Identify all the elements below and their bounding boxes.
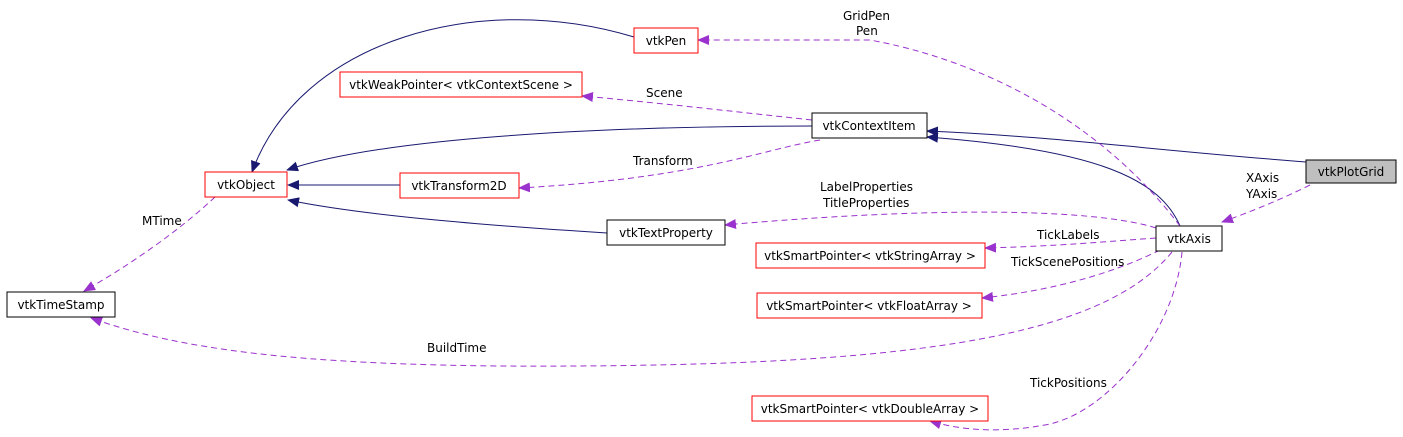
node-label: vtkTextProperty: [619, 226, 713, 240]
node-label: vtkObject: [217, 178, 275, 192]
node-vtkaxis[interactable]: vtkAxis: [1155, 225, 1223, 252]
edge-axis-to-contextitem: [926, 132, 1181, 227]
edge-label-tickpositions: TickPositions: [1029, 376, 1107, 390]
node-vtkobject[interactable]: vtkObject: [204, 171, 288, 198]
edge-plotgrid-to-contextitem: [926, 126, 1307, 163]
edge-object-timestamp: [83, 196, 216, 292]
edge-axis-timestamp: [90, 251, 1173, 367]
edge-label-transform: Transform: [632, 154, 693, 168]
edge-label-scene: Scene: [646, 86, 683, 100]
edge-pen-to-object: [251, 19, 635, 173]
node-vtktransform2d[interactable]: vtkTransform2D: [399, 172, 520, 199]
node-vtksmartpointer-stringarray[interactable]: vtkSmartPointer< vtkStringArray >: [755, 242, 986, 269]
edge-label-yaxis: YAxis: [1245, 187, 1277, 201]
node-vtkplotgrid[interactable]: vtkPlotGrid: [1305, 159, 1397, 184]
edge-textproperty-to-object: [287, 197, 608, 234]
edge-label-labelproperties: LabelProperties: [820, 180, 913, 194]
edge-contextitem-transform: [518, 139, 821, 193]
node-label: vtkTimeStamp: [17, 298, 104, 312]
edge-label-gridpen: GridPen: [843, 9, 890, 23]
node-label: vtkSmartPointer< vtkDoubleArray >: [761, 402, 980, 416]
node-label: vtkSmartPointer< vtkFloatArray >: [766, 299, 972, 313]
edge-contextitem-scene: [581, 91, 813, 121]
node-label: vtkPen: [646, 34, 687, 48]
edge-label-mtime: MTime: [142, 214, 182, 228]
node-vtksmartpointer-floatarray[interactable]: vtkSmartPointer< vtkFloatArray >: [756, 292, 983, 319]
node-label: vtkWeakPointer< vtkContextScene >: [349, 78, 573, 92]
node-vtkpen[interactable]: vtkPen: [633, 27, 699, 54]
node-label: vtkContextItem: [822, 119, 915, 133]
node-vtktimestamp[interactable]: vtkTimeStamp: [6, 291, 116, 318]
edge-label-pen: Pen: [856, 24, 878, 38]
edge-axis-textproperty: [724, 211, 1157, 230]
edge-axis-gridpen: [697, 35, 1181, 227]
edge-axis-doublearray: [929, 251, 1183, 431]
edge-label-ticklabels: TickLabels: [1036, 228, 1099, 242]
edge-axis-floatarray: [981, 249, 1161, 302]
node-label: vtkSmartPointer< vtkStringArray >: [764, 249, 976, 263]
node-vtksmartpointer-doublearray[interactable]: vtkSmartPointer< vtkDoubleArray >: [751, 395, 989, 422]
node-vtkcontextitem[interactable]: vtkContextItem: [811, 112, 928, 139]
edge-label-titleproperties: TitleProperties: [822, 196, 909, 210]
edge-label-xaxis: XAxis: [1246, 171, 1279, 185]
edge-contextitem-to-object: [286, 125, 813, 172]
node-vtkweakpointer-contextscene[interactable]: vtkWeakPointer< vtkContextScene >: [339, 71, 583, 98]
node-vtktextproperty[interactable]: vtkTextProperty: [606, 219, 726, 246]
edge-label-ticksceneposition: TickScenePositions: [1010, 255, 1124, 269]
node-label: vtkPlotGrid: [1318, 165, 1385, 179]
node-label: vtkAxis: [1167, 232, 1211, 246]
node-label: vtkTransform2D: [411, 179, 506, 193]
edge-label-buildtime: BuildTime: [427, 341, 487, 355]
